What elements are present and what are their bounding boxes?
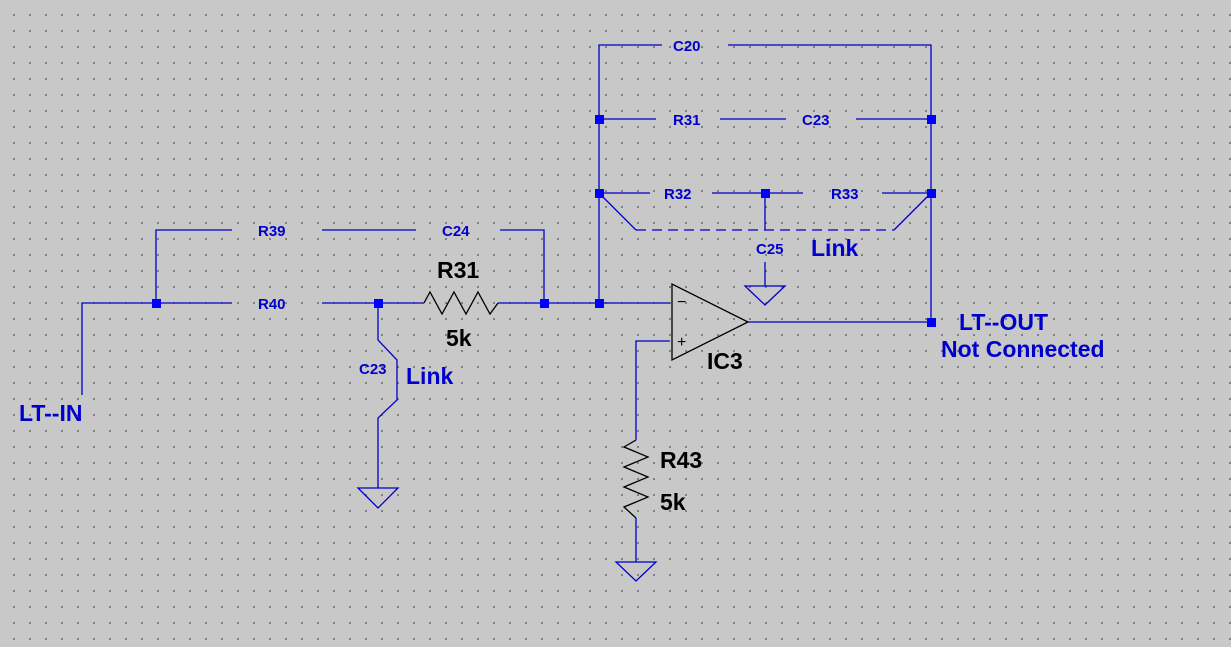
junction-dot[interactable] [927, 115, 936, 124]
label-link-upper: Link [811, 235, 858, 261]
wire-link-diag-right[interactable] [893, 192, 932, 231]
junction-dot[interactable] [595, 299, 604, 308]
label-r39: R39 [258, 223, 286, 240]
junction-dot[interactable] [152, 299, 161, 308]
label-r31-name: R31 [437, 257, 479, 283]
wire-r39-left[interactable] [155, 229, 232, 303]
label-c23-mid: C23 [359, 361, 387, 378]
input-network [81, 229, 931, 562]
opamp-ic3[interactable] [671, 282, 750, 362]
resistor-r31[interactable] [423, 290, 499, 316]
label-r40: R40 [258, 296, 286, 313]
opamp-minus-pin: − [677, 294, 686, 311]
label-c20: C20 [673, 38, 701, 55]
label-r43-value: 5k [660, 489, 686, 515]
feedback-network [598, 44, 932, 322]
ground-symbol-c23 [356, 487, 400, 509]
label-lt-out: LT--OUT [959, 309, 1048, 335]
label-c25: C25 [756, 241, 784, 258]
label-link-lower: Link [406, 363, 453, 389]
label-c24: C24 [442, 223, 470, 240]
label-r43-name: R43 [660, 447, 702, 473]
opamp-plus-pin: + [677, 334, 686, 351]
junction-dot[interactable] [927, 189, 936, 198]
wire-opamp-plus[interactable] [635, 340, 670, 440]
wire-c20-right[interactable] [728, 44, 932, 322]
resistor-r43[interactable] [622, 439, 650, 519]
junction-dot[interactable] [540, 299, 549, 308]
wire-link-diag-left[interactable] [598, 192, 637, 231]
label-ic3: IC3 [707, 348, 743, 374]
ground-symbol-c25 [743, 285, 787, 306]
wire-c23-link[interactable] [377, 303, 398, 488]
components [356, 282, 787, 582]
label-r31-value: 5k [446, 325, 472, 351]
label-c23-top: C23 [802, 112, 830, 129]
junctions [152, 115, 936, 327]
label-r33: R33 [831, 186, 859, 203]
junction-dot[interactable] [595, 189, 604, 198]
label-not-connected: Not Connected [941, 336, 1105, 362]
label-lt-in: LT--IN [19, 400, 82, 426]
junction-dot[interactable] [761, 189, 770, 198]
wire-lt-in[interactable] [81, 302, 232, 395]
label-r32: R32 [664, 186, 692, 203]
wire-c24-right[interactable] [500, 229, 545, 303]
junction-dot[interactable] [374, 299, 383, 308]
junction-dot[interactable] [595, 115, 604, 124]
label-r31-top: R31 [673, 112, 701, 129]
wire-c20-left[interactable] [598, 44, 662, 303]
junction-dot[interactable] [927, 318, 936, 327]
labels: C20 R31 C23 R32 R33 C25 Link R39 C24 R40… [19, 38, 1105, 515]
ground-symbol-r43 [614, 561, 658, 582]
